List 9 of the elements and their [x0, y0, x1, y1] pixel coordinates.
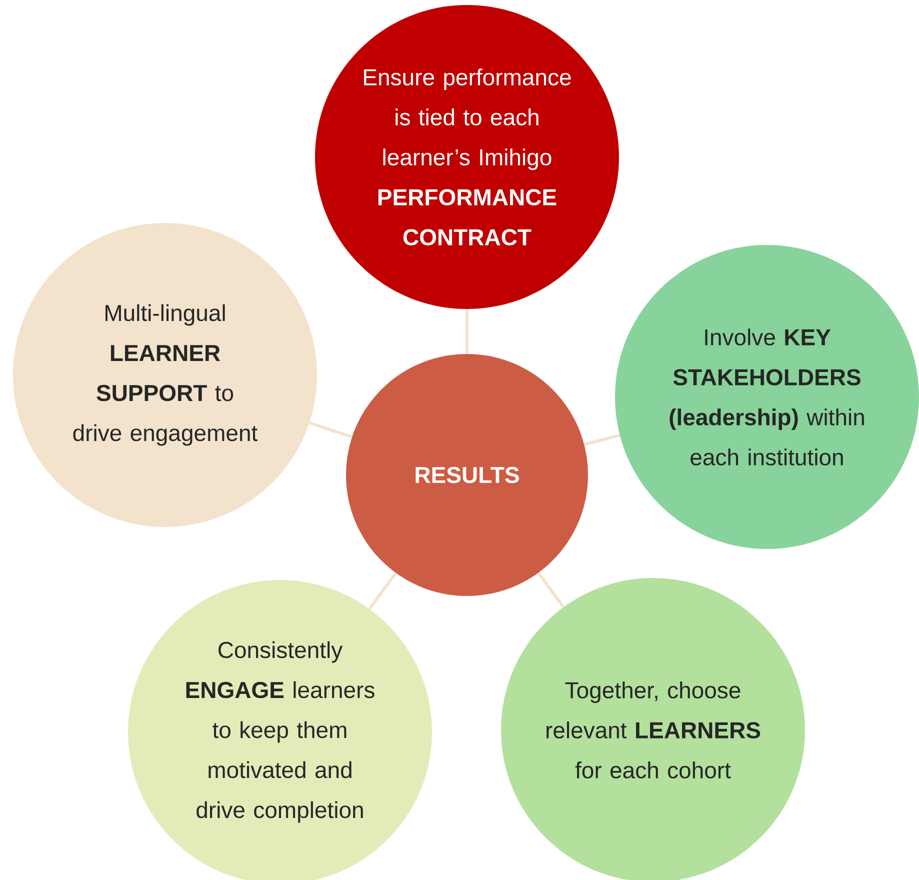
connector-line — [309, 421, 352, 438]
connector-line — [584, 434, 620, 446]
circle-node: Ensure performance is tied to each learner’s Imihigo PERFORMANCE CONTRACT — [315, 5, 619, 309]
circle-node: Involve KEY STAKEHOLDERS (leadership) within each institution — [615, 245, 919, 549]
circle-node: Multi-lingual LEARNER SUPPORT to drive engagement — [13, 223, 317, 527]
connector-line — [537, 572, 565, 608]
connector-line — [466, 309, 468, 354]
circle-node: RESULTS — [346, 354, 588, 596]
connector-line — [368, 572, 397, 610]
